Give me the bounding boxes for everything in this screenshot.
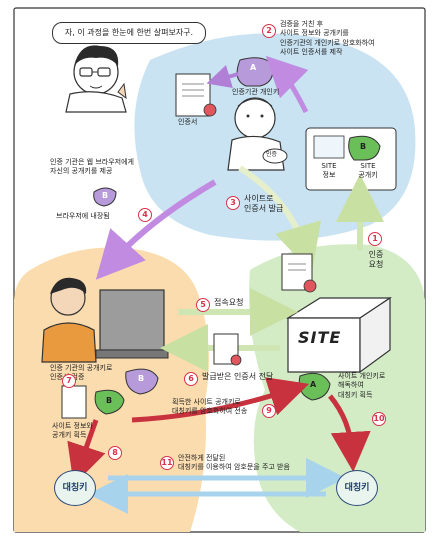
arrow-step-4 <box>95 179 217 280</box>
step-number-3: 3 <box>226 196 240 210</box>
step-number-8: 8 <box>108 446 122 460</box>
site-info-label: SITE 정보 <box>314 162 344 181</box>
step-4-line-2: 자신의 공개키를 제공 <box>50 167 113 176</box>
user-ca-key-letter: B <box>138 374 145 383</box>
ca-private-key-label: 인증기관 개인키 <box>232 88 280 96</box>
ca-private-key-letter: A <box>250 63 257 72</box>
step-2-line-1: 검증을 거친 후 <box>280 20 324 28</box>
step-1-line-1: 인증 <box>368 250 384 259</box>
step-number-1: 1 <box>368 232 382 246</box>
step-number-6: 6 <box>184 372 198 386</box>
arrow-step-8 <box>67 419 106 485</box>
step-9-line-2: 대칭키를 암호화하여 전송 <box>172 407 248 416</box>
step-4-text-top: 인증 기관은 웹 브라우저에게 자신의 공개키를 제공 <box>50 158 134 177</box>
arrow-step-3 <box>238 165 322 273</box>
user-figure <box>41 277 169 363</box>
step-number-5: 5 <box>196 298 210 312</box>
step-7-line-2: 인증서 검증 <box>50 373 85 382</box>
arrow-step-9 <box>131 377 310 423</box>
step-10-line-2: 해독하여 <box>338 381 364 390</box>
step-2-line-4: 사이트 인증서를 제작 <box>280 48 343 57</box>
step-7-line-1: 인증 기관의 공개키로 <box>50 364 113 372</box>
browser-key-letter: B <box>102 191 109 200</box>
step-2-line-2: 사이트 정보와 공개키를 <box>280 29 349 38</box>
user-site-key-letter: B <box>106 396 113 405</box>
step-7-text: 인증 기관의 공개키로 인증서 검증 <box>50 364 112 383</box>
step-4-line-1: 인증 기관은 웹 브라우저에게 <box>50 158 134 166</box>
site-public-key-sub: 공개키 <box>358 171 378 180</box>
site-private-key-letter: A <box>310 380 317 389</box>
ca-person <box>227 97 288 171</box>
ca-badge-label: 인증 <box>266 151 278 158</box>
step-4-line-3: 브라우저에 내장됨 <box>56 212 110 220</box>
step-number-4: 4 <box>138 208 152 222</box>
user-acquired-label: 사이트 정보와 공개키 획득 <box>52 422 93 441</box>
step-3-text: 사이트로 인증서 발급 <box>244 194 283 215</box>
site-public-key-letter: B <box>360 142 367 151</box>
site-sign: SITE <box>298 328 342 347</box>
step-number-7: 7 <box>62 374 76 388</box>
browser-public-key-icon <box>93 187 117 207</box>
arrow-step-10 <box>328 394 371 472</box>
step-1-text: 인증 요청 <box>364 250 388 271</box>
step-3-line-2: 인증서 발급 <box>244 204 284 214</box>
step-number-9: 9 <box>262 404 276 418</box>
step-2-line-3: 인증기관의 개인키로 암호화하여 <box>280 38 375 47</box>
step-11-line-2: 대칭키를 이용하여 암호문을 주고 받음 <box>178 463 290 472</box>
step-number-11: 11 <box>160 456 174 470</box>
step-3-line-1: 사이트로 <box>244 194 274 203</box>
presenter-figure <box>65 45 127 113</box>
certificate-label: 인증서 <box>178 118 198 126</box>
ca-certificate-shape <box>175 73 217 117</box>
step-5-text: 접속요청 <box>214 298 244 307</box>
step-number-10: 10 <box>372 412 386 426</box>
user-acquired-line-1: 사이트 정보와 <box>52 422 93 430</box>
site-info-title: SITE <box>321 162 337 170</box>
site-info-sub: 정보 <box>322 171 336 180</box>
step-10-line-1: 사이트 개인키로 <box>338 372 386 380</box>
user-ca-public-key-shape <box>125 368 159 395</box>
step-11-line-1: 안전하게 전달된 <box>178 454 226 462</box>
site-certificate-shape <box>281 253 317 293</box>
step-10-line-3: 대칭키 획득 <box>338 390 373 399</box>
site-public-key-label: SITE 공개키 <box>348 162 388 181</box>
user-site-public-key-shape <box>94 389 125 415</box>
step-6-text: 발급받은 인증서 전달 <box>202 372 274 381</box>
symmetric-key-site: 대칭키 <box>336 470 378 506</box>
user-acquired-line-2: 공개키 획득 <box>52 431 87 440</box>
step-1-line-2: 요청 <box>368 260 384 270</box>
step-9-line-1: 획득한 사이트 공개키로 <box>172 398 241 406</box>
step-10-text: 사이트 개인키로 해독하여 대칭키 획득 <box>338 372 385 400</box>
arrow-step-2 <box>265 55 309 114</box>
symmetric-key-user: 대칭키 <box>54 470 96 506</box>
step-11-text: 안전하게 전달된 대칭키를 이용하여 암호문을 주고 받음 <box>178 454 290 473</box>
step-number-2: 2 <box>262 24 276 38</box>
site-server <box>285 296 392 374</box>
passed-certificate-shape <box>213 333 242 366</box>
site-public-key-title: SITE <box>360 162 376 170</box>
step-9-text: 획득한 사이트 공개키로 대칭키를 암호화하여 전송 <box>172 398 247 417</box>
step-2-text: 검증을 거친 후 사이트 정보와 공개키를 인증기관의 개인키로 암호화하여 사… <box>280 20 375 58</box>
speech-bubble: 자, 이 과정을 한눈에 한번 살펴보자구. <box>52 22 206 44</box>
